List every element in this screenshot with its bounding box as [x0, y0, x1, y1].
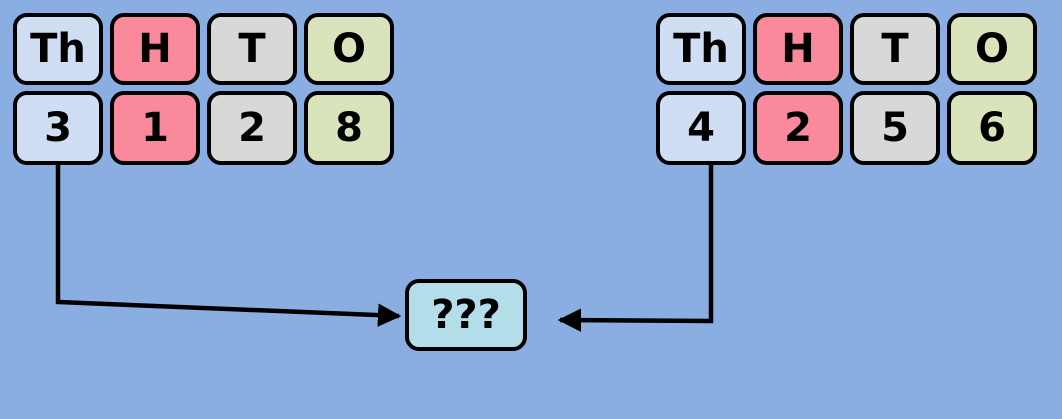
place-value-group-right: Th H T O 4 2 5 6: [656, 13, 1037, 165]
place-value-group-left: Th H T O 3 1 2 8: [13, 13, 394, 165]
place-header-tens-right: T: [850, 13, 940, 85]
digit-ones-left[interactable]: 8: [304, 91, 394, 165]
place-value-header-row-left: Th H T O: [13, 13, 394, 85]
place-value-header-row-right: Th H T O: [656, 13, 1037, 85]
place-header-thousands-right: Th: [656, 13, 746, 85]
place-value-digit-row-left: 3 1 2 8: [13, 91, 394, 165]
place-header-tens-left: T: [207, 13, 297, 85]
digit-thousands-right[interactable]: 4: [656, 91, 746, 165]
place-header-hundreds-right: H: [753, 13, 843, 85]
digit-tens-left[interactable]: 2: [207, 91, 297, 165]
place-header-thousands-left: Th: [13, 13, 103, 85]
digit-hundreds-right[interactable]: 2: [753, 91, 843, 165]
digit-hundreds-left[interactable]: 1: [110, 91, 200, 165]
right-connector-arrow: [557, 165, 714, 332]
place-header-hundreds-left: H: [110, 13, 200, 85]
left-connector-arrow: [55, 165, 402, 327]
place-value-digit-row-right: 4 2 5 6: [656, 91, 1037, 165]
digit-thousands-left[interactable]: 3: [13, 91, 103, 165]
place-header-ones-right: O: [947, 13, 1037, 85]
digit-ones-right[interactable]: 6: [947, 91, 1037, 165]
digit-tens-right[interactable]: 5: [850, 91, 940, 165]
place-header-ones-left: O: [304, 13, 394, 85]
result-unknown-box[interactable]: ???: [405, 279, 527, 351]
